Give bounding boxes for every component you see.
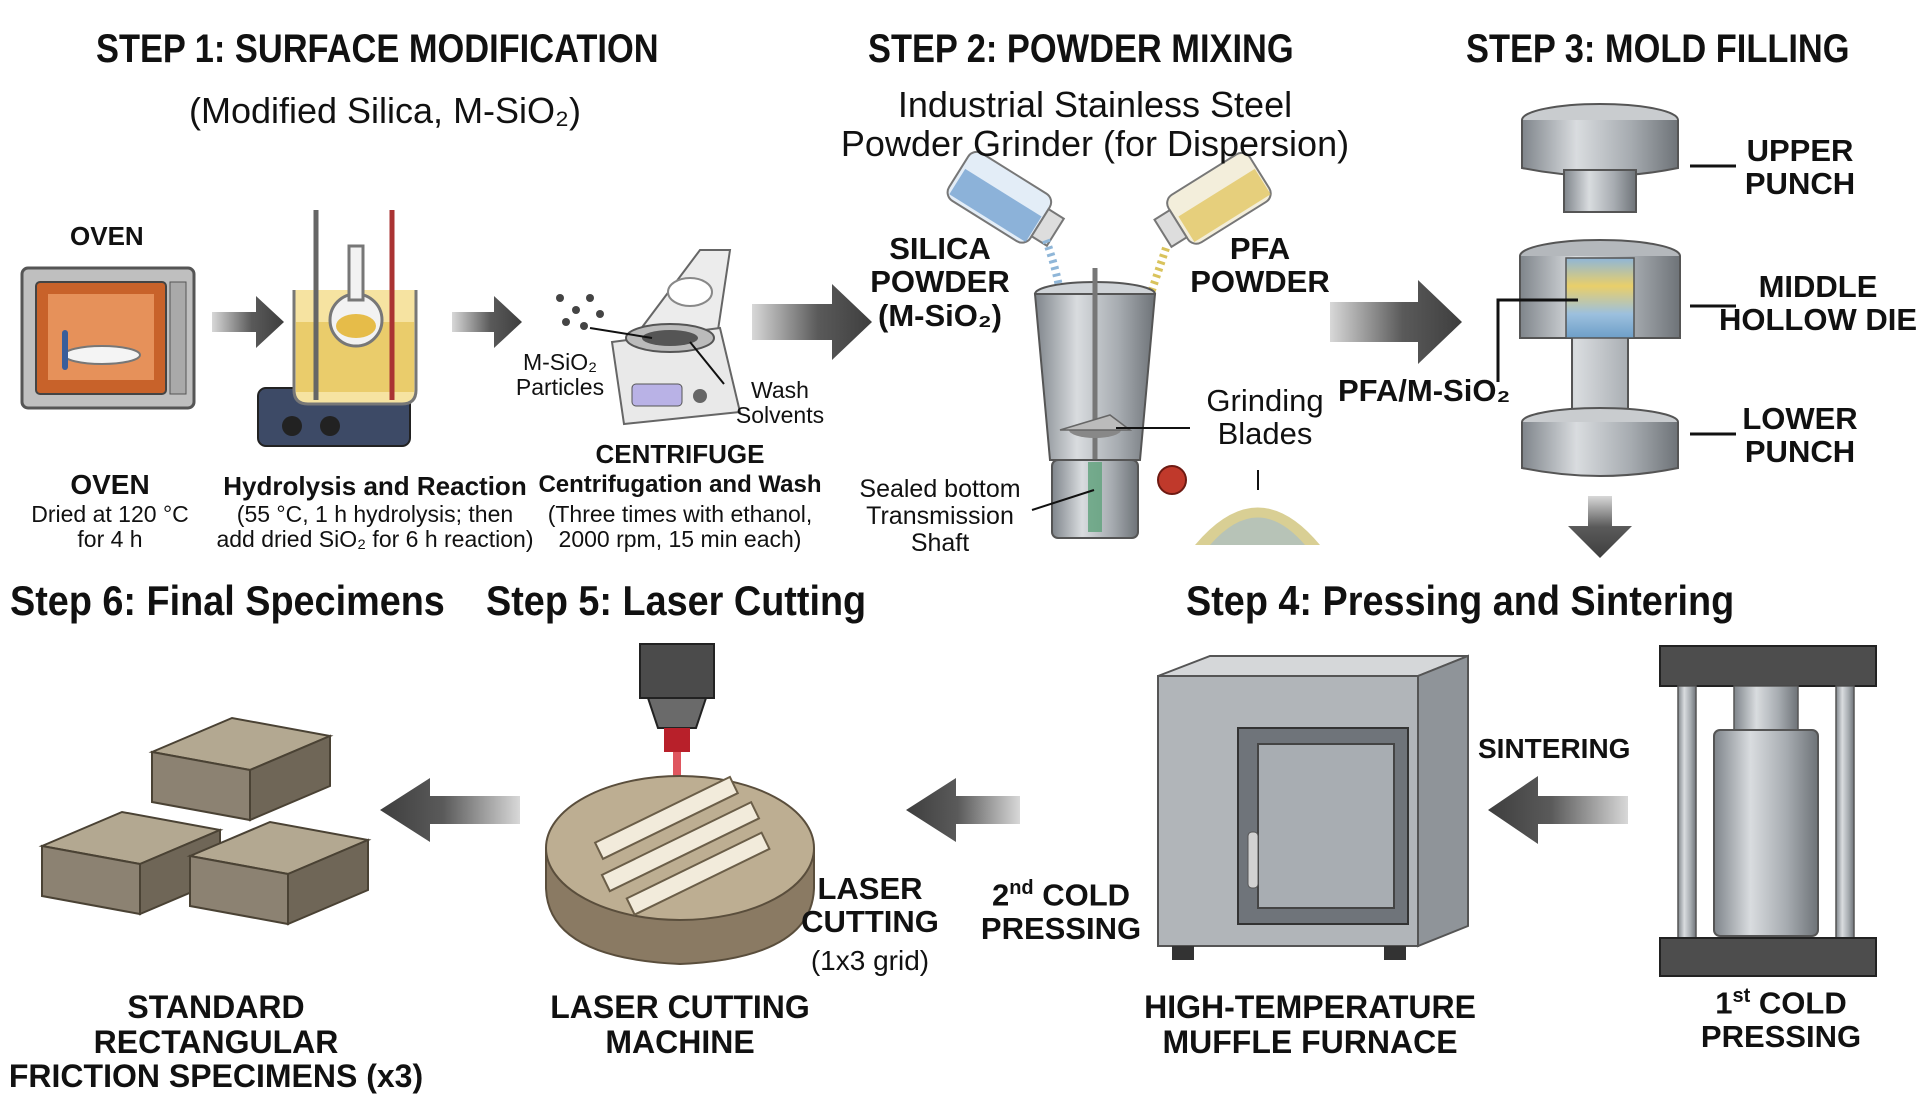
step4-heading: Step 4: Pressing and Sintering xyxy=(1186,577,1735,624)
oven-top-label: OVEN xyxy=(70,221,144,251)
left-arrow-icon xyxy=(380,778,520,842)
mixture-label: PFA/M-SiO₂ xyxy=(1338,373,1511,408)
particles-icon xyxy=(556,294,604,330)
grinder-icon xyxy=(1031,268,1190,539)
particles-label: M-SiO₂ Particles xyxy=(515,349,605,400)
grinding-blades-label: Grinding Blades xyxy=(1206,383,1324,452)
oven-detail: Dried at 120 °C for 4 h xyxy=(31,501,189,552)
step5-heading: Step 5: Laser Cutting xyxy=(486,577,867,624)
middle-die-label: MIDDLE HOLLOW DIE xyxy=(1718,269,1918,338)
lower-punch-icon xyxy=(1521,407,1736,477)
lower-punch-label: LOWER PUNCH xyxy=(1742,401,1858,470)
step2-subtitle: Industrial Stainless Steel Powder Grinde… xyxy=(840,84,1350,164)
down-arrow-icon xyxy=(1568,496,1632,558)
right-arrow-icon xyxy=(752,284,872,360)
transmission-shaft-label: Sealed bottom Transmission Shaft xyxy=(859,475,1021,557)
specimen-block-icon xyxy=(148,716,334,822)
pfa-bottle-icon xyxy=(1146,151,1272,298)
step6-heading: Step 6: Final Specimens xyxy=(10,577,445,624)
oven-caption: OVEN xyxy=(70,469,150,500)
left-arrow-icon xyxy=(1488,776,1628,844)
step1-heading: STEP 1: SURFACE MODIFICATION xyxy=(96,27,659,71)
reaction-detail: (55 °C, 1 h hydrolysis; then add dried S… xyxy=(216,501,534,552)
specimens-caption: STANDARD RECTANGULAR FRICTION SPECIMENS … xyxy=(8,989,424,1094)
muffle-furnace-icon xyxy=(1157,654,1469,960)
oven-icon xyxy=(20,266,196,410)
left-arrow-icon xyxy=(906,778,1020,842)
laser-machine-caption: LASER CUTTING MACHINE xyxy=(550,989,810,1060)
silica-powder-label: SILICA POWDER (M-SiO₂) xyxy=(870,231,1010,333)
powder-pile-icon xyxy=(1195,470,1320,545)
laser-cutting-label: LASER CUTTING xyxy=(801,871,939,940)
centrifuge-title: CENTRIFUGE xyxy=(595,439,765,469)
step3-heading: STEP 3: MOLD FILLING xyxy=(1466,27,1850,71)
upper-punch-icon xyxy=(1521,103,1736,213)
centrifuge-icon xyxy=(589,249,742,426)
laser-grid-label: (1x3 grid) xyxy=(810,945,930,976)
middle-die-icon xyxy=(1496,239,1736,421)
furnace-caption: HIGH-TEMPERATURE MUFFLE FURNACE xyxy=(1144,989,1476,1060)
step1-subtitle: (Modified Silica, M-SiO₂) xyxy=(188,90,582,131)
sintering-label: SINTERING xyxy=(1478,733,1631,764)
centrifuge-detail: (Three times with ethanol, 2000 rpm, 15 … xyxy=(547,501,813,552)
pfa-powder-label: PFA POWDER xyxy=(1190,231,1330,300)
right-arrow-icon xyxy=(212,296,284,348)
right-arrow-icon xyxy=(1330,280,1462,364)
cold-press-icon xyxy=(1659,645,1877,977)
step2-heading: STEP 2: POWDER MIXING xyxy=(868,27,1294,71)
reaction-caption: Hydrolysis and Reaction xyxy=(223,471,527,501)
wash-solvents-label: Wash Solvents xyxy=(735,377,825,428)
cut-disc-icon xyxy=(545,775,815,966)
reaction-beaker-icon xyxy=(257,210,418,447)
right-arrow-icon xyxy=(452,296,522,348)
specimen-block-icon xyxy=(186,820,372,926)
upper-punch-label: UPPER PUNCH xyxy=(1744,133,1856,202)
centrifuge-caption: Centrifugation and Wash xyxy=(538,471,822,498)
